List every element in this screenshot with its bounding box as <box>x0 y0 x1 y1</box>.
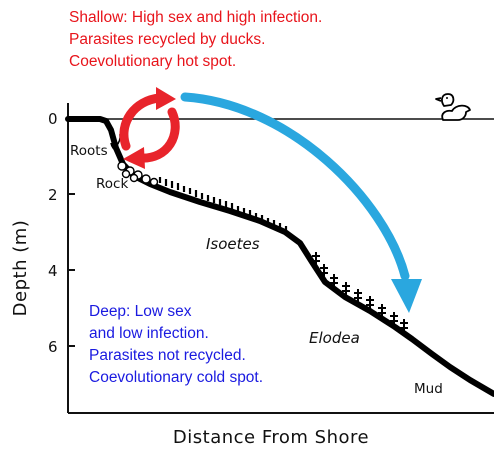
axes-frame <box>67 103 494 414</box>
y-tick-label-4: 4 <box>48 262 58 280</box>
y-axis-title: Depth (m) <box>10 220 31 317</box>
duck-icon <box>435 93 471 121</box>
deep-note-line: and low infection. <box>89 325 209 342</box>
roots-label: Roots <box>70 143 108 159</box>
isoetes-plants <box>158 177 288 232</box>
circular-arrows-icon <box>119 87 180 169</box>
elodea-label: Elodea <box>309 329 360 347</box>
rock-marks <box>117 161 159 187</box>
shallow-zone-note: Shallow: High sex and high infection. Pa… <box>69 7 322 73</box>
shallow-note-line: Coevolutionary hot spot. <box>69 53 237 70</box>
rock-label: Rock <box>96 176 128 192</box>
deep-note-line: Deep: Low sex <box>89 303 192 320</box>
deep-zone-note: Deep: Low sex and low infection. Parasit… <box>89 301 263 389</box>
isoetes-label: Isoetes <box>206 235 260 253</box>
y-tick-label-2: 2 <box>48 186 58 204</box>
deep-note-line: Coevolutionary cold spot. <box>89 369 264 386</box>
x-axis-title: Distance From Shore <box>173 427 369 448</box>
curved-arrow-icon <box>180 92 422 313</box>
elodea-plants <box>312 252 408 333</box>
shallow-note-line: Shallow: High sex and high infection. <box>69 9 323 26</box>
y-tick-label-6: 6 <box>48 338 58 356</box>
deep-note-line: Parasites not recycled. <box>89 347 246 364</box>
y-tick-label-0: 0 <box>48 110 58 128</box>
mud-label: Mud <box>414 381 443 397</box>
shallow-note-line: Parasites recycled by ducks. <box>69 31 266 48</box>
lake-bottom-profile <box>65 116 494 397</box>
